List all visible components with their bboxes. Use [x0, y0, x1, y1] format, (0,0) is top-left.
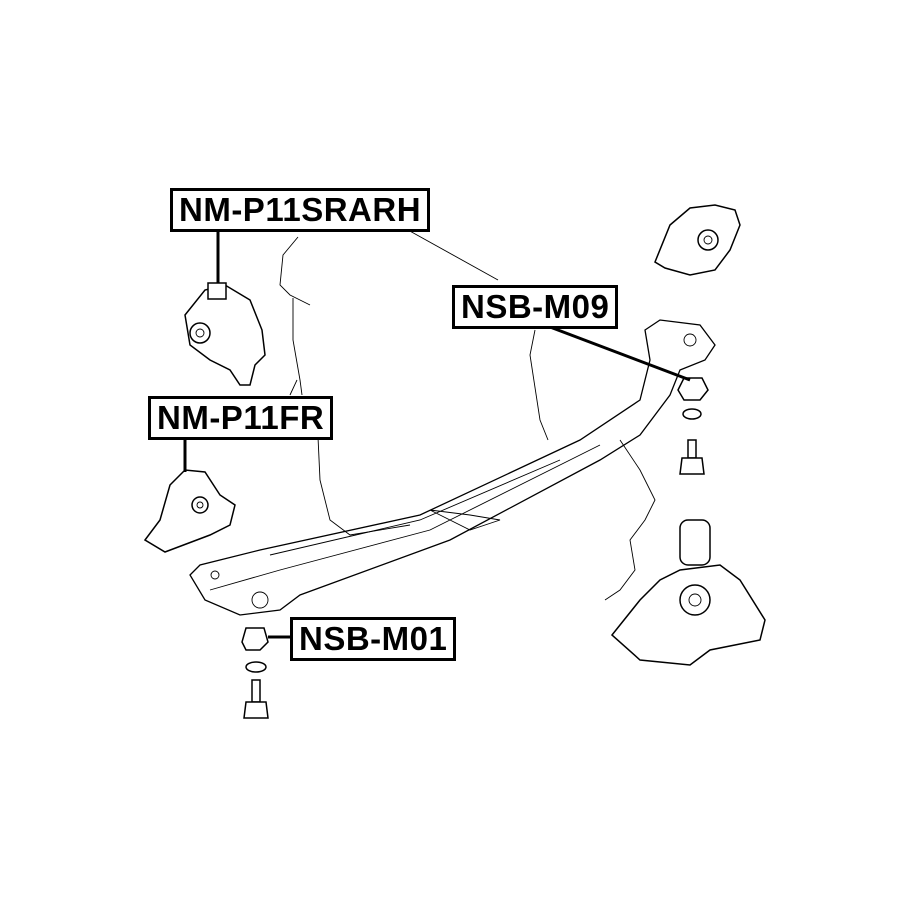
engine-outline [279, 229, 656, 601]
part-label-rear-mount: NM-P11SRARH [170, 188, 431, 232]
part-label-front-mount: NM-P11FR [148, 396, 334, 440]
bolt-set-upper [677, 377, 709, 475]
part-label-bushing-lower: NSB-M01 [290, 617, 457, 661]
crossmember [189, 319, 716, 616]
part-label-bushing-upper: NSB-M09 [452, 285, 619, 329]
bolt-set-lower [241, 627, 269, 719]
leader-lines [183, 230, 691, 639]
leader-bushing-upper [549, 325, 691, 382]
rear-mount-part [184, 282, 266, 386]
front-mount-part [143, 469, 236, 553]
lower-right-mount-part [610, 519, 766, 666]
upper-right-mount-part [654, 204, 741, 276]
